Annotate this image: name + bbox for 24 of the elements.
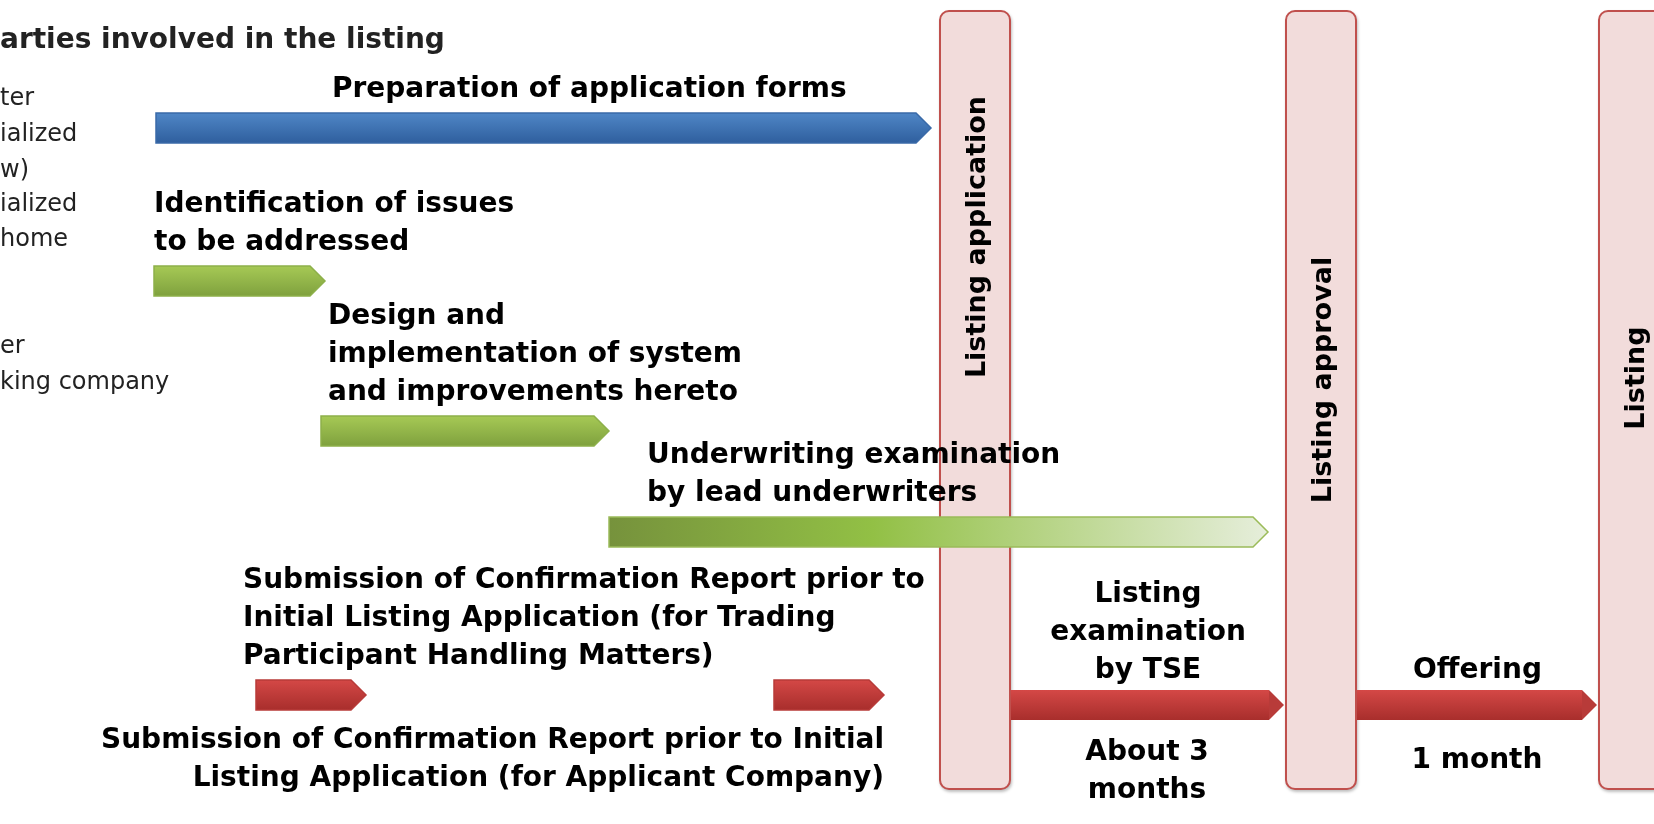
side-text: ialized — [0, 188, 78, 219]
edge-label: Offering — [1412, 651, 1543, 687]
edge-label: Listing examination by TSE — [1049, 575, 1247, 687]
milestone-label: Listing application — [959, 95, 991, 379]
step-label: Submission of Confirmation Report prior to Initial Listing Application (for Trading Participant Handling Matters) — [243, 561, 926, 673]
side-text: home — [0, 223, 69, 254]
milestone-label: Listing approval — [1305, 256, 1337, 504]
side-text: king company — [0, 366, 170, 397]
duration-label: About 3 months — [1084, 733, 1210, 807]
milestone-label: Listing — [1618, 326, 1650, 430]
side-text: ter — [0, 82, 35, 113]
block-arrow — [1357, 690, 1597, 720]
heading-text: arties involved in the listing — [0, 22, 445, 56]
milestone-bar — [1285, 10, 1357, 790]
step-label: Submission of Confirmation Report prior to Initial Listing Application (for Applicant Company) — [100, 721, 884, 795]
milestone-bar — [1598, 10, 1654, 790]
step-label: Identification of issues to be addressed — [154, 185, 516, 259]
side-text: w) — [0, 154, 29, 185]
duration-label: 1 month — [1410, 741, 1544, 777]
side-text: er — [0, 330, 25, 361]
step-label: Preparation of application forms — [332, 70, 848, 106]
block-arrow — [1011, 690, 1284, 720]
step-label: Design and implementation of system and improvements hereto — [328, 297, 743, 409]
side-text: ialized — [0, 118, 78, 149]
